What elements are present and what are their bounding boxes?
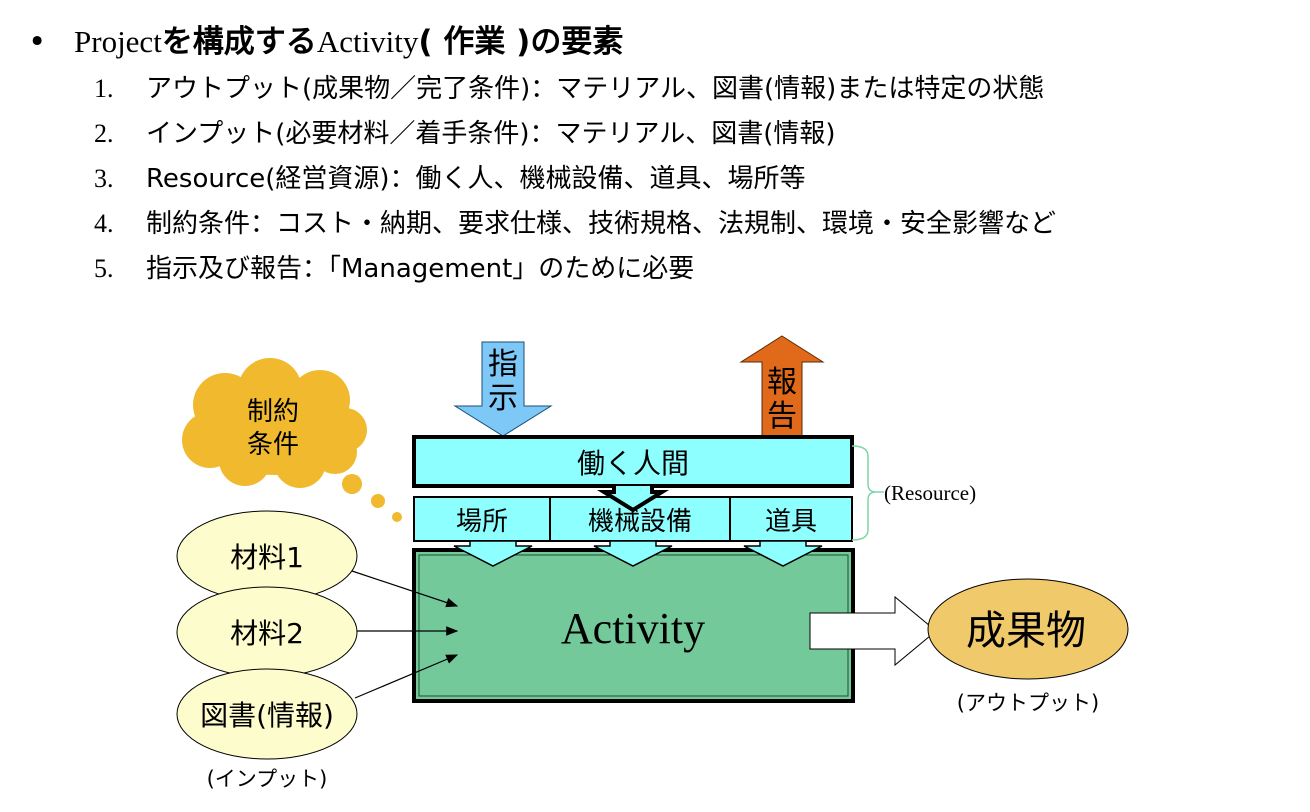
list-number: 5. xyxy=(94,254,114,283)
cloud-bubble-small xyxy=(392,512,402,522)
cloud-bubble-large xyxy=(342,474,362,494)
worker-bar-label: 働く人間 xyxy=(577,447,689,480)
heading-part-elements: ( 作業 )の要素 xyxy=(418,24,624,60)
instruction-arrow: 指 示 xyxy=(453,341,553,437)
input-label-material1: 材料1 xyxy=(230,541,304,574)
worker-to-resource-arrow xyxy=(596,486,670,513)
output: 成果物 (アウトプット) xyxy=(927,578,1129,715)
resource-arrow-place xyxy=(453,540,533,567)
input-arrow-material1 xyxy=(351,570,459,608)
instruction-arrow-shape xyxy=(453,341,553,437)
output-arrow xyxy=(809,595,937,667)
instruction-label-2: 示 xyxy=(488,381,518,416)
heading-text: Projectを構成するActivity( 作業 )の要素 xyxy=(74,22,623,62)
list-number: 1. xyxy=(94,74,114,103)
list-text: Resource(経営資源)：働く人、機械設備、道具、場所等 xyxy=(146,164,806,194)
constraint-cloud: 制約 条件 xyxy=(182,358,402,522)
resource-label: (Resource) xyxy=(884,481,976,505)
constraint-label-1: 制約 xyxy=(247,397,299,427)
input-label-material2: 材料2 xyxy=(230,617,304,650)
constraint-label-2: 条件 xyxy=(247,430,299,460)
resource-label-machinery: 機械設備 xyxy=(588,507,692,537)
resource-brace xyxy=(851,445,877,541)
cloud-bubble-medium xyxy=(371,494,385,508)
list-text: アウトプット(成果物／完了条件)：マテリアル、図書(情報)または特定の状態 xyxy=(146,74,1045,104)
inputs: 材料1 材料2 図書(情報) (インプット) xyxy=(176,510,358,791)
list-text: 指示及び報告：「Management」のために必要 xyxy=(146,254,695,284)
cloud-shape xyxy=(182,358,367,488)
resource-cell-tools xyxy=(729,496,853,542)
resource-label-place: 場所 xyxy=(456,507,508,537)
resource-cell-place xyxy=(413,496,551,542)
list-number: 3. xyxy=(94,164,114,193)
heading-part-activity: Activity xyxy=(316,24,419,59)
activity-box: Activity xyxy=(412,548,855,703)
resource-arrow-machinery xyxy=(593,540,673,567)
resource-label-tools: 道具 xyxy=(765,507,817,537)
input-caption: (インプット) xyxy=(207,767,328,791)
list-text: 制約条件：コスト・納期、要求仕様、技術規格、法規制、環境・安全影響など xyxy=(146,209,1057,239)
instruction-label-1: 指 xyxy=(488,347,518,382)
resource-arrows xyxy=(453,540,823,567)
resource-arrow-tools xyxy=(743,540,823,567)
report-label-2: 告 xyxy=(767,399,797,434)
report-label-1: 報 xyxy=(767,365,797,400)
resource-row: 場所 機械設備 道具 xyxy=(413,496,853,542)
input-arrows xyxy=(351,570,459,699)
input-ellipse-documents xyxy=(176,668,358,760)
output-caption: (アウトプット) xyxy=(957,691,1099,715)
output-ellipse xyxy=(927,578,1129,680)
heading-part-project: Project xyxy=(74,24,162,59)
activity-label: Activity xyxy=(561,604,705,653)
output-label: 成果物 xyxy=(966,608,1086,654)
bullet-marker: • xyxy=(28,24,47,60)
input-arrow-documents xyxy=(354,654,459,699)
activity-box-inner-border xyxy=(418,554,849,697)
list-text: インプット(必要材料／着手条件)：マテリアル、図書(情報) xyxy=(146,119,836,149)
report-arrow: 報 告 xyxy=(739,335,825,438)
heading-part-compose: を構成する xyxy=(161,24,317,60)
input-label-documents: 図書(情報) xyxy=(200,699,334,732)
worker-bar: 働く人間 xyxy=(412,435,854,488)
list-number: 4. xyxy=(94,209,114,238)
list-number: 2. xyxy=(94,119,114,148)
